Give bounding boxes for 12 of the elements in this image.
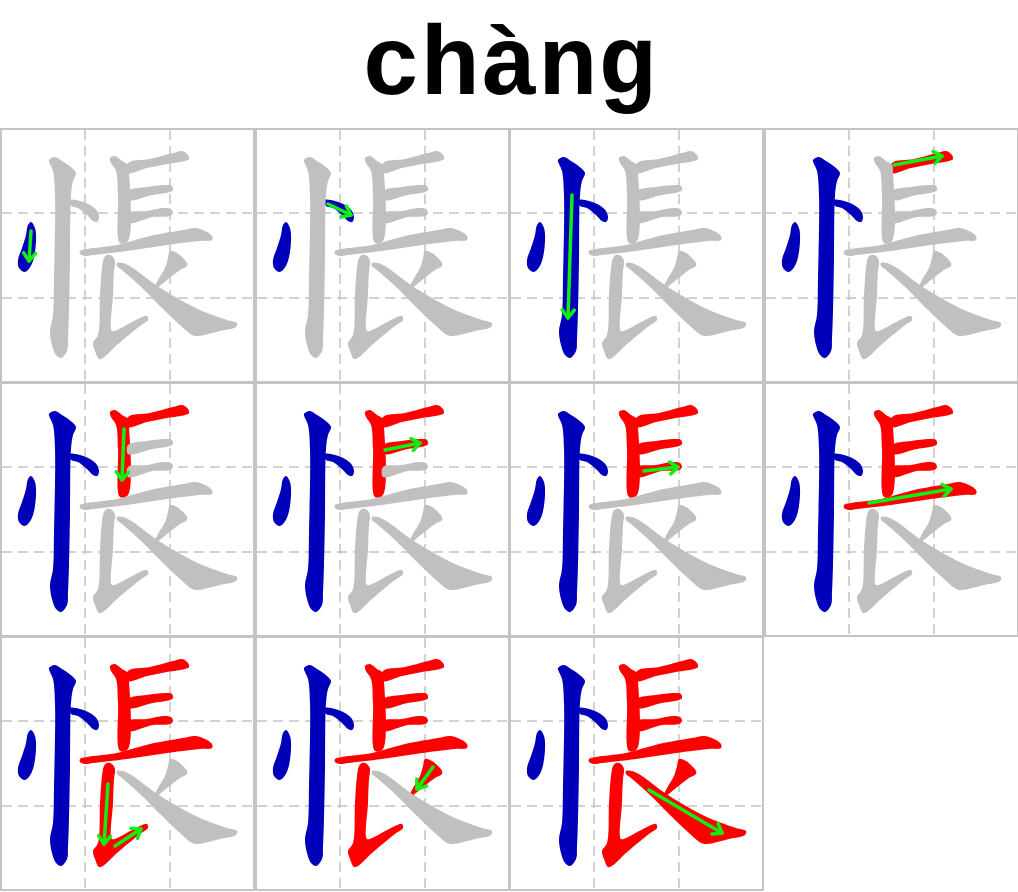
stroke-order-panel	[255, 128, 510, 383]
stroke-order-panel	[509, 382, 764, 637]
stroke-order-panel	[0, 636, 255, 891]
stroke-order-panel	[255, 382, 510, 637]
stroke-order-panel	[255, 636, 510, 891]
pinyin-title: chàng	[361, 19, 657, 117]
stroke-order-panel	[764, 128, 1018, 383]
stroke-order-panel	[509, 636, 764, 891]
stroke-order-panel	[0, 128, 255, 383]
stroke-order-panel	[764, 382, 1018, 637]
stroke-order-panel	[0, 382, 255, 637]
stroke-order-panel	[509, 128, 764, 383]
